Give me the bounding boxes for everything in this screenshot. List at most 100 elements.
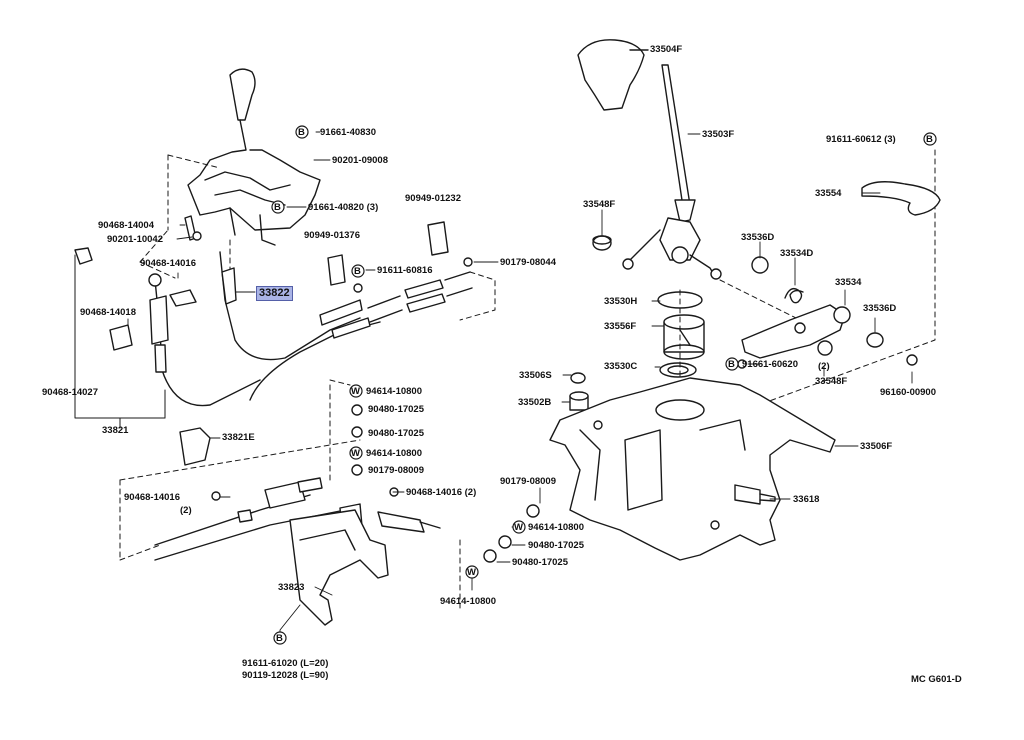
part-label[interactable]: 33506F — [860, 441, 893, 452]
bracket-33506F — [549, 377, 836, 561]
grommet-96160 — [906, 354, 918, 366]
shift-cable-bottom — [154, 477, 441, 561]
part-label[interactable]: 90949-01376 — [304, 230, 360, 241]
washer-symbol-icon: W — [514, 522, 523, 533]
clip-90468-14027 — [74, 247, 93, 265]
part-label[interactable]: 90179-08009 — [500, 476, 556, 487]
spring-33534D — [784, 287, 804, 304]
part-label[interactable]: 33504F — [650, 44, 683, 55]
washer-symbol-icon — [349, 384, 363, 398]
clip-90949-01232 — [427, 221, 449, 256]
part-label[interactable]: 90179-08044 — [500, 257, 556, 268]
part-label[interactable]: 90201-09008 — [332, 155, 388, 166]
shift-lever-bracket-left — [187, 119, 321, 246]
part-label[interactable]: 33556F — [604, 321, 637, 332]
part-label[interactable]: 90468-14018 — [80, 307, 136, 318]
part-label[interactable]: 33821E — [222, 432, 255, 443]
part-label[interactable]: 90468-14004 — [98, 220, 154, 231]
lever-33534 — [741, 304, 851, 359]
part-label[interactable]: 33536D — [863, 303, 897, 314]
part-label[interactable]: 90201-10042 — [107, 234, 163, 245]
part-label[interactable]: 90949-01232 — [405, 193, 461, 204]
seat-33556F — [663, 314, 705, 360]
bracket-33821 — [74, 254, 166, 429]
bushing-33502B — [569, 391, 589, 411]
bracket-33821E — [179, 427, 211, 466]
leader-lines — [127, 49, 913, 639]
washer-symbol-icon: W — [467, 567, 476, 578]
bolt-symbol-icon — [295, 125, 309, 139]
bushing-33548F — [592, 235, 612, 251]
bolt-symbol-icon — [351, 264, 365, 278]
part-label[interactable]: (2) — [180, 505, 192, 516]
part-label[interactable]: 94614-10800 — [366, 386, 422, 397]
part-label[interactable]: 90179-08009 — [368, 465, 424, 476]
bolt-symbol-icon: B — [274, 202, 281, 213]
part-label[interactable]: 96160-00900 — [880, 387, 936, 398]
highlighted-part-label[interactable]: 33822 — [256, 286, 293, 301]
bushing-33530C — [659, 362, 697, 378]
bracket-33554 — [861, 181, 941, 216]
clip-90468-14018 — [109, 324, 133, 351]
part-label[interactable]: 94614-10800 — [440, 596, 496, 607]
part-label[interactable]: 90480-17025 — [528, 540, 584, 551]
part-label[interactable]: 33534 — [835, 277, 862, 288]
part-label[interactable]: 94614-10800 — [528, 522, 584, 533]
part-label[interactable]: 90468-14016 — [140, 258, 196, 269]
dashed-guide-lower — [119, 379, 461, 611]
part-label[interactable]: 33503F — [702, 129, 735, 140]
symbol-markers — [271, 125, 937, 645]
bolt-symbol-icon: B — [354, 266, 361, 277]
part-label[interactable]: 90480-17025 — [368, 428, 424, 439]
bolt-symbol-icon — [725, 357, 739, 371]
part-label[interactable]: 90468-14016 (2) — [406, 487, 477, 498]
part-label[interactable]: 91661-40820 (3) — [308, 202, 379, 213]
washer-symbol-icon — [465, 565, 479, 579]
part-label[interactable]: 94614-10800 — [366, 448, 422, 459]
part-label[interactable]: 33536D — [741, 232, 775, 243]
part-label[interactable]: 91611-60816 — [377, 265, 433, 276]
clip-90949-01376 — [327, 254, 346, 286]
part-label[interactable]: 91611-60612 (3) — [826, 134, 896, 145]
part-label[interactable]: 91611-61020 (L=20) — [242, 658, 329, 669]
shift-lever-knob-left — [229, 68, 256, 121]
bushing-33536D — [751, 256, 884, 348]
part-label[interactable]: 33554 — [815, 188, 842, 199]
shift-knob-33504F — [577, 39, 649, 111]
part-label[interactable]: 90119-12028 (L=90) — [242, 670, 329, 681]
part-label[interactable]: (2) — [818, 361, 830, 372]
part-label[interactable]: 33548F — [583, 199, 616, 210]
part-label[interactable]: 33530C — [604, 361, 638, 372]
washer-symbol-icon: W — [351, 386, 360, 397]
bolt-symbol-icon — [923, 132, 937, 146]
part-label[interactable]: 33534D — [780, 248, 814, 259]
part-label[interactable]: 33821 — [102, 425, 129, 436]
part-label[interactable]: 33618 — [793, 494, 820, 505]
part-label[interactable]: 33823 — [278, 582, 305, 593]
part-label[interactable]: 33548F — [815, 376, 848, 387]
part-label[interactable]: 90468-14016 — [124, 492, 180, 503]
part-label[interactable]: 91661-40830 — [320, 127, 376, 138]
dashed-guide-left — [139, 154, 231, 291]
clip-90468-14016 — [169, 289, 197, 307]
shift-cable-lower — [149, 279, 261, 407]
part-label[interactable]: 90480-17025 — [512, 557, 568, 568]
diagram-code: MC G601-D — [911, 674, 962, 685]
part-label[interactable]: 33502B — [518, 397, 552, 408]
bolt-symbol-icon: B — [728, 359, 735, 370]
bolt-symbol-icon: B — [276, 633, 283, 644]
bolt-symbol-icon: B — [926, 134, 933, 145]
part-label[interactable]: 90468-14027 — [42, 387, 98, 398]
part-label[interactable]: 90480-17025 — [368, 404, 424, 415]
washer-symbol-icon: W — [351, 448, 360, 459]
cable-bracket-33823 — [289, 509, 389, 626]
shift-cable-upper — [219, 251, 473, 401]
part-label[interactable]: 33530H — [604, 296, 638, 307]
part-label[interactable]: 91661-60620 — [742, 359, 798, 370]
small-hardware — [148, 231, 747, 563]
part-label[interactable]: 33506S — [519, 370, 552, 381]
dashed-guide-cable — [459, 271, 496, 321]
washer-symbol-icon — [512, 520, 526, 534]
